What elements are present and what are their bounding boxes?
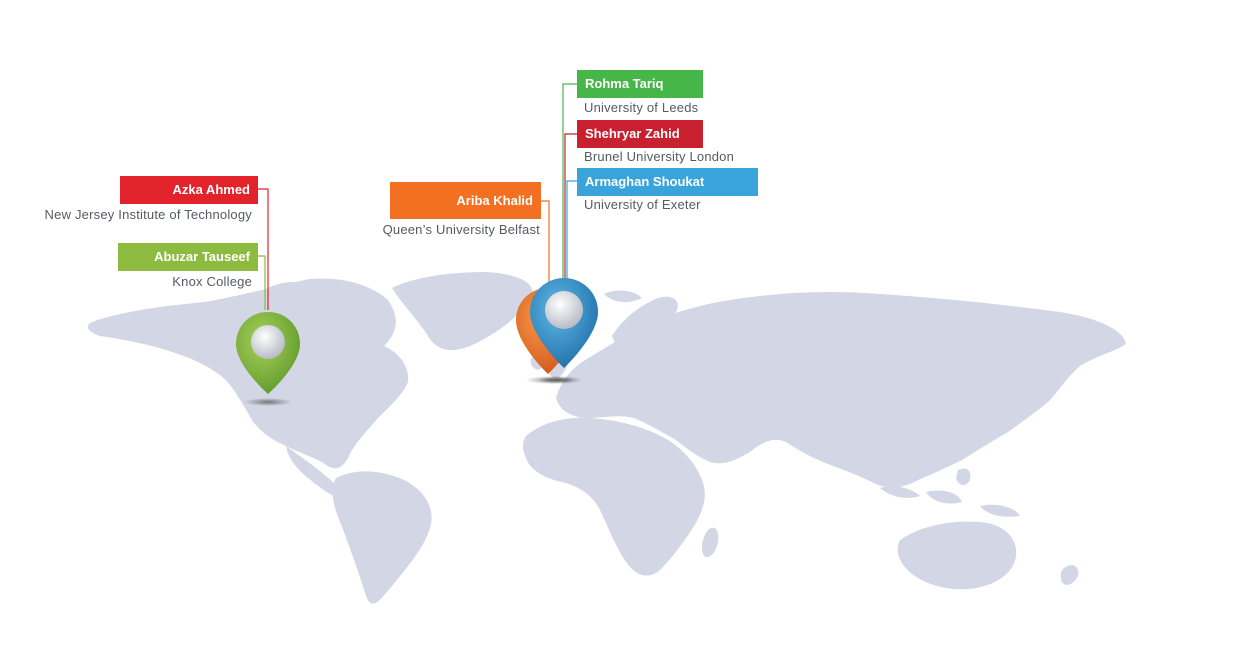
university-rohma-tariq: University of Leeds <box>584 100 699 115</box>
university-abuzar-tauseef: Knox College <box>172 274 252 289</box>
university-armaghan-shoukat: University of Exeter <box>584 197 701 212</box>
label-abuzar-tauseef: Abuzar Tauseef <box>118 243 258 271</box>
australia-landmass <box>897 521 1017 590</box>
new-zealand-landmass <box>1060 565 1079 585</box>
greenland-landmass <box>392 272 533 351</box>
scandinavia-landmass <box>612 296 678 356</box>
connector-azka-ahmed <box>258 188 269 310</box>
connector-abuzar-tauseef <box>258 255 266 310</box>
label-ariba-khalid: Ariba Khalid <box>390 182 541 219</box>
map-pin-icon <box>236 312 300 406</box>
connector-armaghan-shoukat <box>566 180 577 280</box>
label-rohma-tariq: Rohma Tariq <box>577 70 703 98</box>
label-shehryar-zahid: Shehryar Zahid <box>577 120 703 148</box>
label-azka-ahmed: Azka Ahmed <box>120 176 258 204</box>
connector-ariba-khalid <box>541 200 550 284</box>
africa-landmass <box>523 417 705 576</box>
south-america-landmass <box>332 471 432 604</box>
university-ariba-khalid: Queen’s University Belfast <box>382 222 540 237</box>
university-shehryar-zahid: Brunel University London <box>584 149 735 164</box>
label-armaghan-shoukat: Armaghan Shoukat <box>577 168 758 196</box>
madagascar-landmass <box>701 527 719 558</box>
connector-rohma-tariq <box>562 83 577 280</box>
map-pin-icon <box>530 278 598 384</box>
eurasia-landmass <box>556 292 1126 488</box>
north-america-landmass <box>87 278 409 469</box>
central-america-landmass <box>286 446 340 498</box>
japan-landmass <box>1004 381 1027 416</box>
university-azka-ahmed: New Jersey Institute of Technology <box>44 207 252 222</box>
connector-shehryar-zahid <box>564 133 577 280</box>
